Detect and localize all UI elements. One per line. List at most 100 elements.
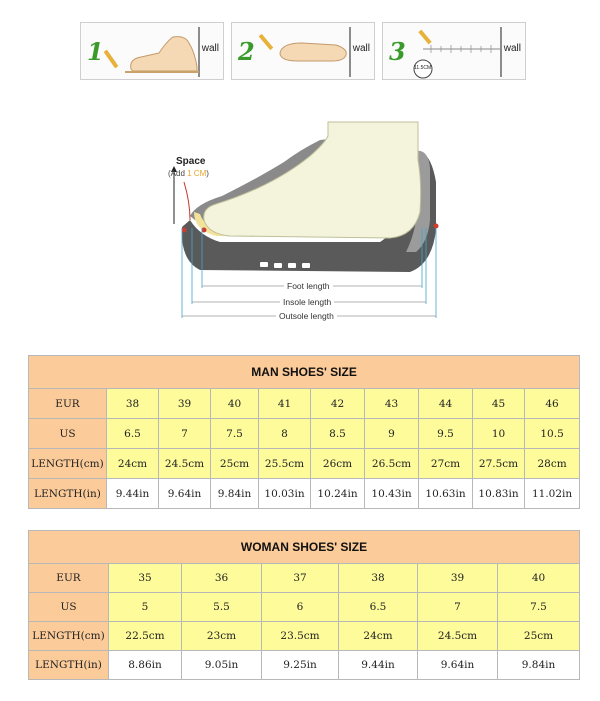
table-cell: 39 <box>158 388 211 419</box>
ruler-measure-illustration <box>413 27 502 79</box>
man-size-table: MAN SHOES' SIZE EUR 38 39 40 41 42 43 44… <box>27 355 581 509</box>
table-cell: 28cm <box>523 448 581 479</box>
table-cell: 5.5 <box>181 592 262 622</box>
table-cell: 10.63in <box>418 478 473 509</box>
table-cell: 9 <box>364 418 419 449</box>
table-cell: 6 <box>261 592 339 622</box>
table-cell: 5 <box>108 592 182 622</box>
insole-length-label: Insole length <box>280 297 335 307</box>
table-cell: 9.84in <box>210 478 259 509</box>
row-label: LENGTH(in) <box>28 650 109 680</box>
table-cell: 22.5cm <box>108 621 182 651</box>
table-cell: 39 <box>417 563 498 593</box>
row-label: US <box>28 418 107 449</box>
table-cell: 24cm <box>106 448 159 479</box>
space-sub-highlight: 1 CM <box>187 169 207 178</box>
space-title: Space <box>176 156 206 167</box>
table-cell: 27.5cm <box>472 448 525 479</box>
table-cell: 41 <box>258 388 311 419</box>
table-cell: 25cm <box>210 448 259 479</box>
space-subtitle: (Add 1 CM) <box>168 169 209 178</box>
measurement-steps: 1 wall 2 wall 3 wall 11.5CM <box>80 22 530 82</box>
table-cell: 46 <box>523 388 581 419</box>
shoe-cutaway-illustration <box>171 121 439 318</box>
step-1-panel: 1 wall <box>80 22 224 80</box>
table-cell: 37 <box>261 563 339 593</box>
table-cell: 43 <box>364 388 419 419</box>
table-cell: 25.5cm <box>258 448 311 479</box>
row-label: EUR <box>28 388 107 419</box>
table-cell: 38 <box>338 563 418 593</box>
table-row: LENGTH(in) 9.44in 9.64in 9.84in 10.03in … <box>28 478 581 509</box>
wall-label: wall <box>201 43 219 54</box>
table-row: US 6.5 7 7.5 8 8.5 9 9.5 10 10.5 <box>28 418 581 449</box>
row-label: LENGTH(cm) <box>28 621 109 651</box>
woman-size-table: WOMAN SHOES' SIZE EUR 35 36 37 38 39 40 … <box>28 530 580 680</box>
table-cell: 9.64in <box>158 478 211 509</box>
table-cell: 26.5cm <box>364 448 419 479</box>
man-table-title: MAN SHOES' SIZE <box>27 355 581 389</box>
step-3-panel: 3 wall 11.5CM <box>382 22 526 80</box>
table-cell: 9.25in <box>261 650 339 680</box>
table-row: LENGTH(cm) 22.5cm 23cm 23.5cm 24cm 24.5c… <box>28 621 580 651</box>
step-number: 1 <box>87 37 104 66</box>
table-cell: 24cm <box>338 621 418 651</box>
table-cell: 45 <box>472 388 525 419</box>
table-row: EUR 38 39 40 41 42 43 44 45 46 <box>28 388 581 419</box>
table-cell: 6.5 <box>106 418 159 449</box>
table-cell: 44 <box>418 388 473 419</box>
table-cell: 38 <box>106 388 159 419</box>
table-cell: 40 <box>497 563 580 593</box>
space-sub-suffix: ) <box>206 169 209 178</box>
table-cell: 9.44in <box>338 650 418 680</box>
outsole-length-label: Outsole length <box>276 311 337 321</box>
table-cell: 11.02in <box>523 478 581 509</box>
table-row: LENGTH(cm) 24cm 24.5cm 25cm 25.5cm 26cm … <box>28 448 581 479</box>
row-label: LENGTH(in) <box>28 478 107 509</box>
foot-length-label: Foot length <box>284 281 333 291</box>
foot-outline-illustration <box>258 27 351 77</box>
table-cell: 23.5cm <box>261 621 339 651</box>
measure-badge: 11.5CM <box>414 65 432 71</box>
table-cell: 27cm <box>418 448 473 479</box>
foot-on-ruler-illustration <box>103 27 200 77</box>
row-label: EUR <box>28 563 109 593</box>
table-cell: 7 <box>417 592 498 622</box>
wall-label: wall <box>352 43 370 54</box>
table-cell: 36 <box>181 563 262 593</box>
table-cell: 10.03in <box>258 478 311 509</box>
table-cell: 6.5 <box>338 592 418 622</box>
table-row: EUR 35 36 37 38 39 40 <box>28 563 580 593</box>
table-cell: 9.44in <box>106 478 159 509</box>
table-cell: 10.5 <box>523 418 581 449</box>
table-cell: 9.5 <box>418 418 473 449</box>
table-cell: 24.5cm <box>417 621 498 651</box>
wall-label: wall <box>503 43 521 54</box>
table-cell: 9.64in <box>417 650 498 680</box>
table-cell: 8.5 <box>310 418 365 449</box>
table-cell: 35 <box>108 563 182 593</box>
table-cell: 8 <box>258 418 311 449</box>
table-cell: 10.83in <box>472 478 525 509</box>
table-row: LENGTH(in) 8.86in 9.05in 9.25in 9.44in 9… <box>28 650 580 680</box>
step-number: 3 <box>389 37 406 66</box>
table-cell: 24.5cm <box>158 448 211 479</box>
step-2-panel: 2 wall <box>231 22 375 80</box>
table-cell: 8.86in <box>108 650 182 680</box>
table-cell: 7.5 <box>497 592 580 622</box>
table-cell: 40 <box>210 388 259 419</box>
table-cell: 9.05in <box>181 650 262 680</box>
shoe-length-diagram: Space (Add 1 CM) Foot length Insole leng… <box>160 112 450 332</box>
table-cell: 10.24in <box>310 478 365 509</box>
table-row: US 5 5.5 6 6.5 7 7.5 <box>28 592 580 622</box>
step-number: 2 <box>238 37 255 66</box>
table-cell: 26cm <box>310 448 365 479</box>
table-cell: 10 <box>472 418 525 449</box>
table-cell: 10.43in <box>364 478 419 509</box>
table-cell: 23cm <box>181 621 262 651</box>
table-cell: 7 <box>158 418 211 449</box>
table-cell: 25cm <box>497 621 580 651</box>
row-label: US <box>28 592 109 622</box>
table-cell: 42 <box>310 388 365 419</box>
table-cell: 9.84in <box>497 650 580 680</box>
